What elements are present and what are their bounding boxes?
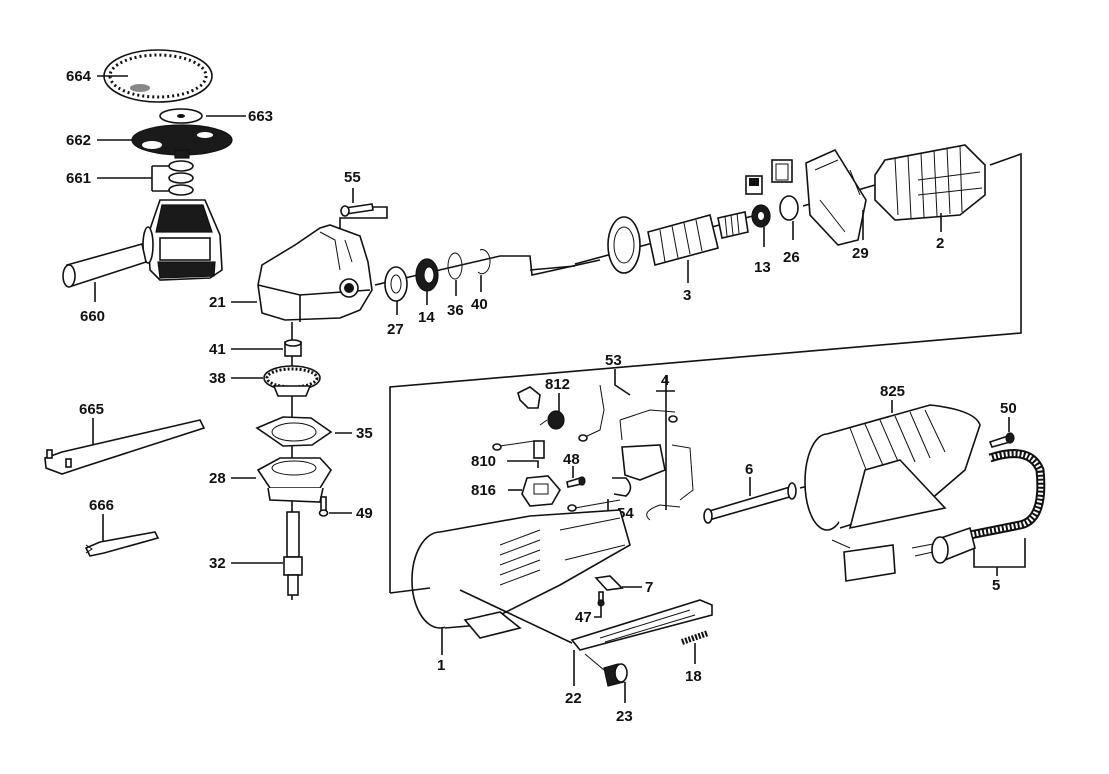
part-6-connecting-rod [703,482,797,524]
part-661-washers [168,160,194,196]
assembly-axis-join [529,265,576,271]
callout-662: 662 [66,132,91,149]
part-13-bearing [751,204,771,228]
callout-7: 7 [645,579,653,596]
callout-38: 38 [209,370,226,387]
part-23-switch-button [584,653,628,687]
assembly-axis-upper [374,255,601,286]
callout-5: 5 [992,577,1000,594]
part-14-bearing [415,258,439,292]
part-21-gear-housing [257,224,373,322]
part-29-fan-baffle [805,148,867,246]
label-plate [831,539,896,582]
part-32-spindle [283,511,303,596]
callout-3: 3 [683,287,691,304]
part-26-ring [779,195,799,221]
part-49-screw [318,496,329,517]
callout-36: 36 [447,302,464,319]
callout-50: 50 [1000,400,1017,417]
part-18-spring [681,630,709,645]
part-47-screw [597,591,605,607]
part-48-screw [566,476,586,488]
part-663-washer [159,108,203,124]
callout-26: 26 [783,249,800,266]
part-662-backing-pad [131,124,233,159]
callout-663: 663 [248,108,273,125]
part-7-clip [594,575,624,591]
part-4-switch [619,409,694,521]
part-660-side-handle [62,243,147,288]
part-665-pin-spanner [44,419,206,475]
callout-14: 14 [418,309,435,326]
callout-48: 48 [563,451,580,468]
callout-32: 32 [209,555,226,572]
callout-1: 1 [437,657,445,674]
leader-53 [614,369,631,396]
callout-810: 810 [471,453,496,470]
part-1-motor-housing [411,509,631,639]
callout-666: 666 [89,497,114,514]
callout-18: 18 [685,668,702,685]
callout-28: 28 [209,470,226,487]
part-5-power-cord [911,449,1046,564]
leader-661 [97,165,169,192]
assembly-axis-housing [389,587,431,594]
part-40-circlip [477,249,491,275]
callout-29: 29 [852,245,869,262]
part-810-brush [492,440,545,459]
part-3-armature [574,211,761,274]
part-50-screw [988,432,1015,448]
part-36-ring [447,252,463,280]
callout-22: 22 [565,690,582,707]
part-812-brush-and-spring [517,386,565,430]
brush-holder-blocks [745,159,793,195]
part-38-bevel-gear [263,365,321,397]
part-53-wire [578,384,605,442]
callout-665: 665 [79,401,104,418]
leader-810 [507,460,539,468]
part-41-bearing [284,339,302,357]
gear-head-assembly [142,199,223,281]
part-54-cable-clamp [567,477,632,512]
callout-27: 27 [387,321,404,338]
leader-4 [656,375,675,510]
leader-47 [594,606,602,618]
assembly-frame [389,152,1022,593]
callout-4: 4 [661,372,670,389]
part-2-stator [874,144,986,221]
callout-2: 2 [936,235,944,252]
callout-664: 664 [66,68,92,85]
callout-21: 21 [209,294,226,311]
callout-660: 660 [80,308,105,325]
part-816-brush-holder [521,475,561,507]
callout-816: 816 [471,482,496,499]
callout-23: 23 [616,708,633,725]
part-27-bearing [384,266,408,302]
part-664-polishing-bonnet [103,49,213,103]
callout-6: 6 [745,461,753,478]
callout-35: 35 [356,425,373,442]
callout-13: 13 [754,259,771,276]
part-666-open-spanner [84,531,160,557]
callout-812: 812 [545,376,570,393]
callout-49: 49 [356,505,373,522]
part-35-gasket [255,416,333,447]
callout-825: 825 [880,383,905,400]
part-22-switch-slider [459,589,713,651]
part-55-screw [340,203,374,217]
leader-5 [973,538,1026,568]
callout-53: 53 [605,352,622,369]
callout-47: 47 [575,609,592,626]
part-28-gear-case-flange [256,457,332,503]
callout-40: 40 [471,296,488,313]
callout-661: 661 [66,170,91,187]
callout-41: 41 [209,341,226,358]
part-825-rear-housing [804,404,981,531]
callout-55: 55 [344,169,361,186]
